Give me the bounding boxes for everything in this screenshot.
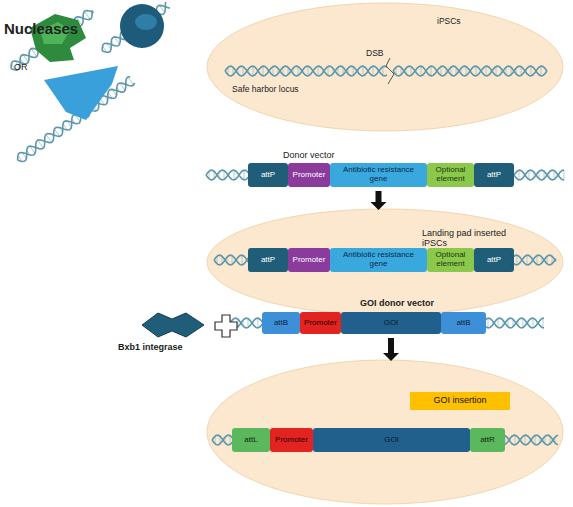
segment-label: attB — [456, 319, 470, 328]
gene-segment: GOI — [341, 312, 441, 334]
gene-segment: attP — [474, 248, 514, 272]
gene-segment: Optional element — [427, 248, 474, 272]
gene-segment: attB — [441, 312, 486, 334]
gene-segment: GOI — [313, 428, 470, 452]
segment-label: Antibiotic resistance gene — [333, 251, 424, 269]
segment-label: Promoter — [275, 436, 308, 445]
cell-region: GOI insertion attL Promoter GOI attR — [207, 360, 563, 505]
cell-ellipse — [207, 3, 563, 131]
cell-ellipse — [207, 360, 563, 504]
nuclease-dna — [99, 1, 170, 55]
flow-arrow — [383, 338, 399, 361]
segment-label: attP — [261, 256, 275, 265]
integrase-star — [112, 305, 212, 345]
flow-arrow — [371, 191, 387, 210]
gene-segment: attL — [232, 428, 270, 452]
segment-label: Antibiotic resistance gene — [333, 166, 424, 184]
gene-segment: Promoter — [288, 248, 330, 272]
segment-label: GOI — [384, 436, 399, 445]
segment-label: attP — [487, 171, 501, 180]
gene-segment: Antibiotic resistance gene — [330, 163, 427, 187]
gene-segment: attP — [248, 163, 288, 187]
dna-strands — [206, 66, 564, 445]
enzyme-label: Bxb1 integrase — [118, 343, 218, 353]
plus-icon — [215, 315, 237, 337]
gene-segment: attR — [470, 428, 505, 452]
gene-segment: attP — [474, 163, 514, 187]
cell-label: Landing pad inserted iPSCs — [422, 229, 510, 249]
text-label: Nucleases — [4, 20, 78, 37]
segment-label: attL — [244, 436, 257, 445]
text-label: DSB — [366, 48, 383, 58]
gene-segment: Optional element — [427, 163, 474, 187]
nuclease-protein — [120, 4, 164, 48]
text-label: GOI donor vector — [360, 298, 434, 308]
gene-segment: Promoter — [270, 428, 313, 452]
cell-label: iPSCs — [437, 17, 497, 26]
cell-region: iPSCs — [207, 3, 563, 131]
segment-label: Promoter — [293, 171, 326, 180]
gene-segment: Promoter — [300, 312, 341, 334]
segment-label: GOI — [384, 319, 399, 328]
text-label: Donor vector — [283, 150, 335, 160]
nuclease-protein — [135, 14, 157, 30]
text-label: OR — [14, 62, 28, 72]
insertion-tag: GOI insertion — [410, 392, 510, 410]
gene-segment: attP — [248, 248, 288, 272]
segment-label: Optional element — [430, 251, 471, 269]
segment-label: Promoter — [293, 256, 326, 265]
gene-segment: attB — [262, 312, 300, 334]
nuclease-dna — [8, 7, 96, 72]
nuclease-protein — [44, 66, 118, 120]
segment-label: Optional element — [430, 166, 471, 184]
integrase-enzyme: Bxb1 integrase — [112, 305, 212, 357]
cell-ellipse — [207, 209, 563, 315]
gene-segment: Antibiotic resistance gene — [330, 248, 427, 272]
segment-label: attR — [480, 436, 495, 445]
gene-segment: Promoter — [288, 163, 330, 187]
break-mark — [386, 58, 394, 84]
text-label: Safe harbor locus — [232, 84, 299, 94]
segment-label: attP — [261, 171, 275, 180]
segment-label: attB — [274, 319, 288, 328]
segment-label: attP — [487, 256, 501, 265]
segment-label: Promoter — [304, 319, 337, 328]
